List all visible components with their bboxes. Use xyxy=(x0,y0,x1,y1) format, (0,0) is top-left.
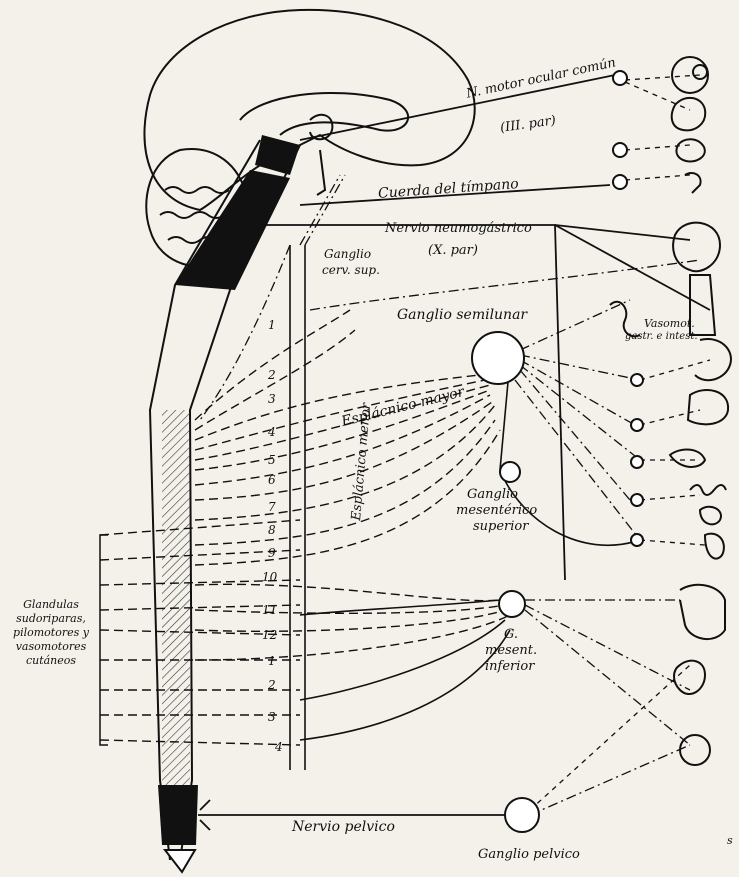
thoracic-segment: 10 xyxy=(262,570,277,584)
lumbar-segment: 1 xyxy=(268,654,276,668)
colon xyxy=(680,585,725,639)
glands-line: vasomotores xyxy=(2,640,100,654)
vagus-pair-label: (X. par) xyxy=(428,244,478,258)
glands-line: sudoriparas, xyxy=(2,612,100,626)
inf-mesenteric-label-3: inferior xyxy=(485,660,534,674)
liver xyxy=(688,390,728,424)
lumbar-segment: 4 xyxy=(275,740,283,754)
sup-mesenteric-label-3: superior xyxy=(473,520,528,534)
sup-mesenteric-label-2: mesentérico xyxy=(456,504,537,518)
sup-mesenteric-ganglion xyxy=(500,462,520,482)
vasomotor-label-1: Vasomot. xyxy=(644,318,695,330)
vasomotor-label-2: gastr. e intest. xyxy=(625,332,698,343)
thoracic-segment: 7 xyxy=(268,500,276,514)
corner-label: s xyxy=(727,835,733,847)
submaxillary-ganglion xyxy=(613,175,627,189)
otic-ganglion xyxy=(613,143,627,157)
hatched-segment xyxy=(162,410,190,785)
sup-mesenteric-label-1: Ganglio xyxy=(467,488,518,502)
sacral-region xyxy=(158,785,198,845)
intestine xyxy=(690,485,726,495)
semilunar-ganglion xyxy=(472,332,524,384)
thoracic-segment: 12 xyxy=(262,628,277,642)
gonads xyxy=(680,735,710,765)
cerebrum-inner xyxy=(240,93,408,135)
thoracic-segment: 6 xyxy=(268,473,276,487)
glands-line: cutáneos xyxy=(2,654,100,668)
inf-mesenteric-ganglion xyxy=(499,591,525,617)
cord-tip xyxy=(165,850,195,872)
eye xyxy=(672,57,708,93)
lumbar-segment: 3 xyxy=(268,710,276,724)
lumbar-segment: 2 xyxy=(268,678,276,692)
cerebrum xyxy=(144,10,474,210)
pelvic-ganglion-label: Ganglio pelvico xyxy=(478,848,580,862)
midbrain-region xyxy=(255,135,300,175)
kidney xyxy=(705,534,724,559)
thoracic-segment: 1 xyxy=(268,318,276,332)
pelvic-ganglion xyxy=(505,798,539,832)
cervical-ganglion-label-1: Ganglio xyxy=(324,248,371,261)
vagus-label: Nervio neumogástrico xyxy=(385,222,532,236)
thoracic-segment: 8 xyxy=(268,523,276,537)
thoracic-segment: 4 xyxy=(268,425,276,439)
lacrimal-gland xyxy=(672,98,705,130)
semilunar-label: Ganglio semilunar xyxy=(397,308,527,323)
inf-mesenteric-label-2: mesent. xyxy=(485,644,537,658)
thoracic-segment: 5 xyxy=(268,453,276,467)
salivary-gland xyxy=(676,139,704,161)
thoracic-segment: 2 xyxy=(268,368,276,382)
glands-line: Glandulas xyxy=(2,598,100,612)
thoracic-segment: 3 xyxy=(268,392,276,406)
cervical-ganglion-label-2: cerv. sup. xyxy=(322,264,380,277)
ciliary-ganglion xyxy=(613,71,627,85)
thoracic-segment: 11 xyxy=(262,603,277,617)
inf-mesenteric-label-1: G. xyxy=(504,628,518,642)
heart xyxy=(673,223,720,272)
glands-label: Glandulas sudoriparas, pilomotores y vas… xyxy=(2,598,100,668)
thoracic-segment: 9 xyxy=(268,546,276,560)
glands-line: pilomotores y xyxy=(2,626,100,640)
oculomotor-nerve xyxy=(300,75,615,140)
pelvic-nerve-label: Nervio pelvico xyxy=(292,820,395,835)
